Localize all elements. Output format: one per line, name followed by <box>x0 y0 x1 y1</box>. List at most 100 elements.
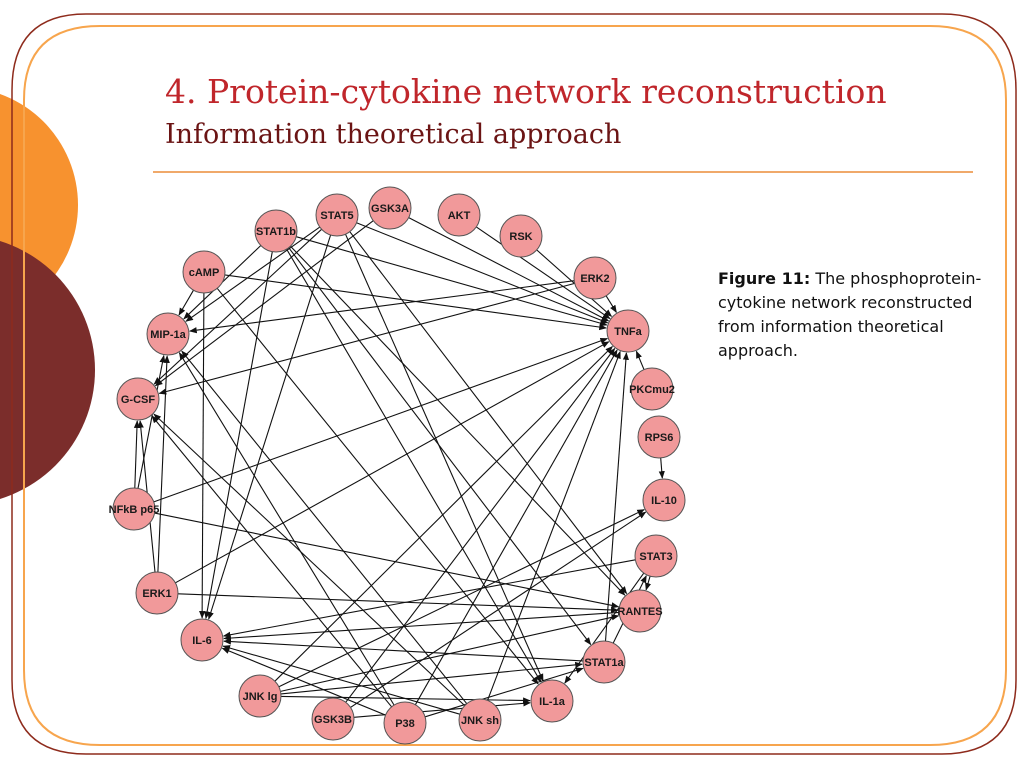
node-label: IL-1a <box>539 696 566 708</box>
title-divider <box>153 171 973 173</box>
edge-gsk3b-to-il-10 <box>350 511 647 708</box>
node-label: STAT3 <box>639 551 672 563</box>
edge-p38-to-stat1a <box>424 667 584 718</box>
node-label: ERK1 <box>142 588 171 600</box>
node-tnfa: TNFa <box>606 309 650 353</box>
node-circle <box>311 697 355 741</box>
node-circle <box>135 571 179 615</box>
node-label: RANTES <box>617 606 662 618</box>
node-circle <box>383 701 427 745</box>
figure-caption: Figure 11: The phosphoprotein-cytokine n… <box>718 267 988 363</box>
node-circle <box>618 589 662 633</box>
edges-layer <box>133 217 665 718</box>
node-circle <box>238 674 282 718</box>
node-il-10: IL-10 <box>642 478 686 522</box>
edge-gsk3b-to-tnfa <box>345 347 616 703</box>
node-gsk3b: GSK3B <box>311 697 355 741</box>
edge-stat1a-to-il-6 <box>223 638 584 662</box>
node-label: TNFa <box>614 326 642 338</box>
node-erk2: ERK2 <box>573 256 617 300</box>
edge-erk1-to-rantes <box>177 593 619 614</box>
node-jnk-sh: JNK sh <box>458 698 502 742</box>
node-circle <box>116 377 160 421</box>
node-rsk: RSK <box>499 214 543 258</box>
edge-rps6-to-il-10 <box>658 457 665 479</box>
slide-title: 4. Protein-cytokine network reconstructi… <box>165 72 887 111</box>
node-circle <box>437 193 481 237</box>
edge-jnk-lg-to-stat1a <box>280 661 583 695</box>
edge-stat5-to-mip-1a <box>185 226 321 322</box>
edge-jnk-lg-to-rantes <box>280 614 620 692</box>
edge-stat5-to-rantes <box>349 231 628 595</box>
node-label: JNK sh <box>461 715 499 727</box>
node-label: GSK3B <box>314 714 352 726</box>
edge-camp-to-il-1a <box>216 287 539 685</box>
node-label: MIP-1a <box>150 329 186 341</box>
node-pkcmu2: PKCmu2 <box>629 367 675 411</box>
caption-text: The phosphoprotein-cytokine network reco… <box>718 269 982 360</box>
node-label: IL-6 <box>192 635 212 647</box>
node-label: ERK2 <box>580 273 609 285</box>
node-circle <box>368 186 412 230</box>
caption-label: Figure 11: <box>718 269 811 288</box>
node-circle <box>582 640 626 684</box>
edge-pkcmu2-to-tnfa <box>635 350 645 370</box>
edge-jnk-lg-to-il-10 <box>278 509 645 688</box>
edge-p38-to-g-csf <box>151 415 393 708</box>
node-stat1b: STAT1b <box>254 209 298 253</box>
edge-nfkb-p65-to-g-csf <box>133 420 141 489</box>
edge-stat5-to-il-1a <box>344 233 544 682</box>
edge-stat3-to-rantes <box>645 576 651 591</box>
edge-jnk-sh-to-mip-1a <box>181 350 468 705</box>
node-il-1a: IL-1a <box>530 679 574 723</box>
edge-stat1b-to-rantes <box>290 245 626 596</box>
node-label: STAT5 <box>320 210 353 222</box>
node-il-6: IL-6 <box>180 618 224 662</box>
edge-erk2-to-g-csf <box>158 282 575 395</box>
node-circle <box>180 618 224 662</box>
edge-p38-to-mip-1a <box>178 352 395 706</box>
node-circle <box>630 367 674 411</box>
node-p38: P38 <box>383 701 427 745</box>
node-stat1a: STAT1a <box>582 640 626 684</box>
node-label: RPS6 <box>645 432 674 444</box>
edge-rantes-to-il-6 <box>223 611 620 642</box>
node-rps6: RPS6 <box>637 415 681 459</box>
node-label: NFkB p65 <box>109 504 160 516</box>
edge-nfkb-p65-to-mip-1a <box>137 354 166 489</box>
node-circle <box>499 214 543 258</box>
edge-jnk-lg-to-il-1a <box>280 695 531 704</box>
edge-nfkb-p65-to-tnfa <box>153 337 609 503</box>
node-erk1: ERK1 <box>135 571 179 615</box>
node-circle <box>254 209 298 253</box>
node-label: GSK3A <box>371 203 409 215</box>
edge-nfkb-p65-to-rantes <box>154 512 620 609</box>
edge-jnk-sh-to-il-6 <box>222 645 460 715</box>
node-circle <box>182 250 226 294</box>
node-gsk3a: GSK3A <box>368 186 412 230</box>
node-circle <box>606 309 650 353</box>
edge-stat1a-to-tnfa <box>604 352 629 642</box>
node-circle <box>530 679 574 723</box>
edge-jnk-sh-to-g-csf <box>153 413 466 707</box>
rounded-frame-outer <box>11 13 1017 755</box>
edge-p38-to-tnfa <box>414 349 618 705</box>
node-akt: AKT <box>437 193 481 237</box>
node-circle <box>112 487 156 531</box>
edge-gsk3a-to-g-csf <box>154 220 374 387</box>
node-label: AKT <box>448 210 471 222</box>
node-rantes: RANTES <box>617 589 663 633</box>
node-circle <box>637 415 681 459</box>
node-label: STAT1b <box>256 226 296 238</box>
nodes-layer: STAT5GSK3AAKTRSKERK2TNFaPKCmu2RPS6IL-10S… <box>109 186 686 745</box>
node-jnk-lg: JNK lg <box>238 674 282 718</box>
node-label: STAT1a <box>584 657 624 669</box>
edge-stat1b-to-il-6 <box>204 251 273 620</box>
node-nfkb-p65: NFkB p65 <box>109 487 160 531</box>
edge-erk2-to-mip-1a <box>189 280 575 334</box>
edge-erk2-to-tnfa <box>605 295 617 313</box>
slide-subtitle: Information theoretical approach <box>165 119 622 150</box>
node-label: JNK lg <box>243 691 278 703</box>
